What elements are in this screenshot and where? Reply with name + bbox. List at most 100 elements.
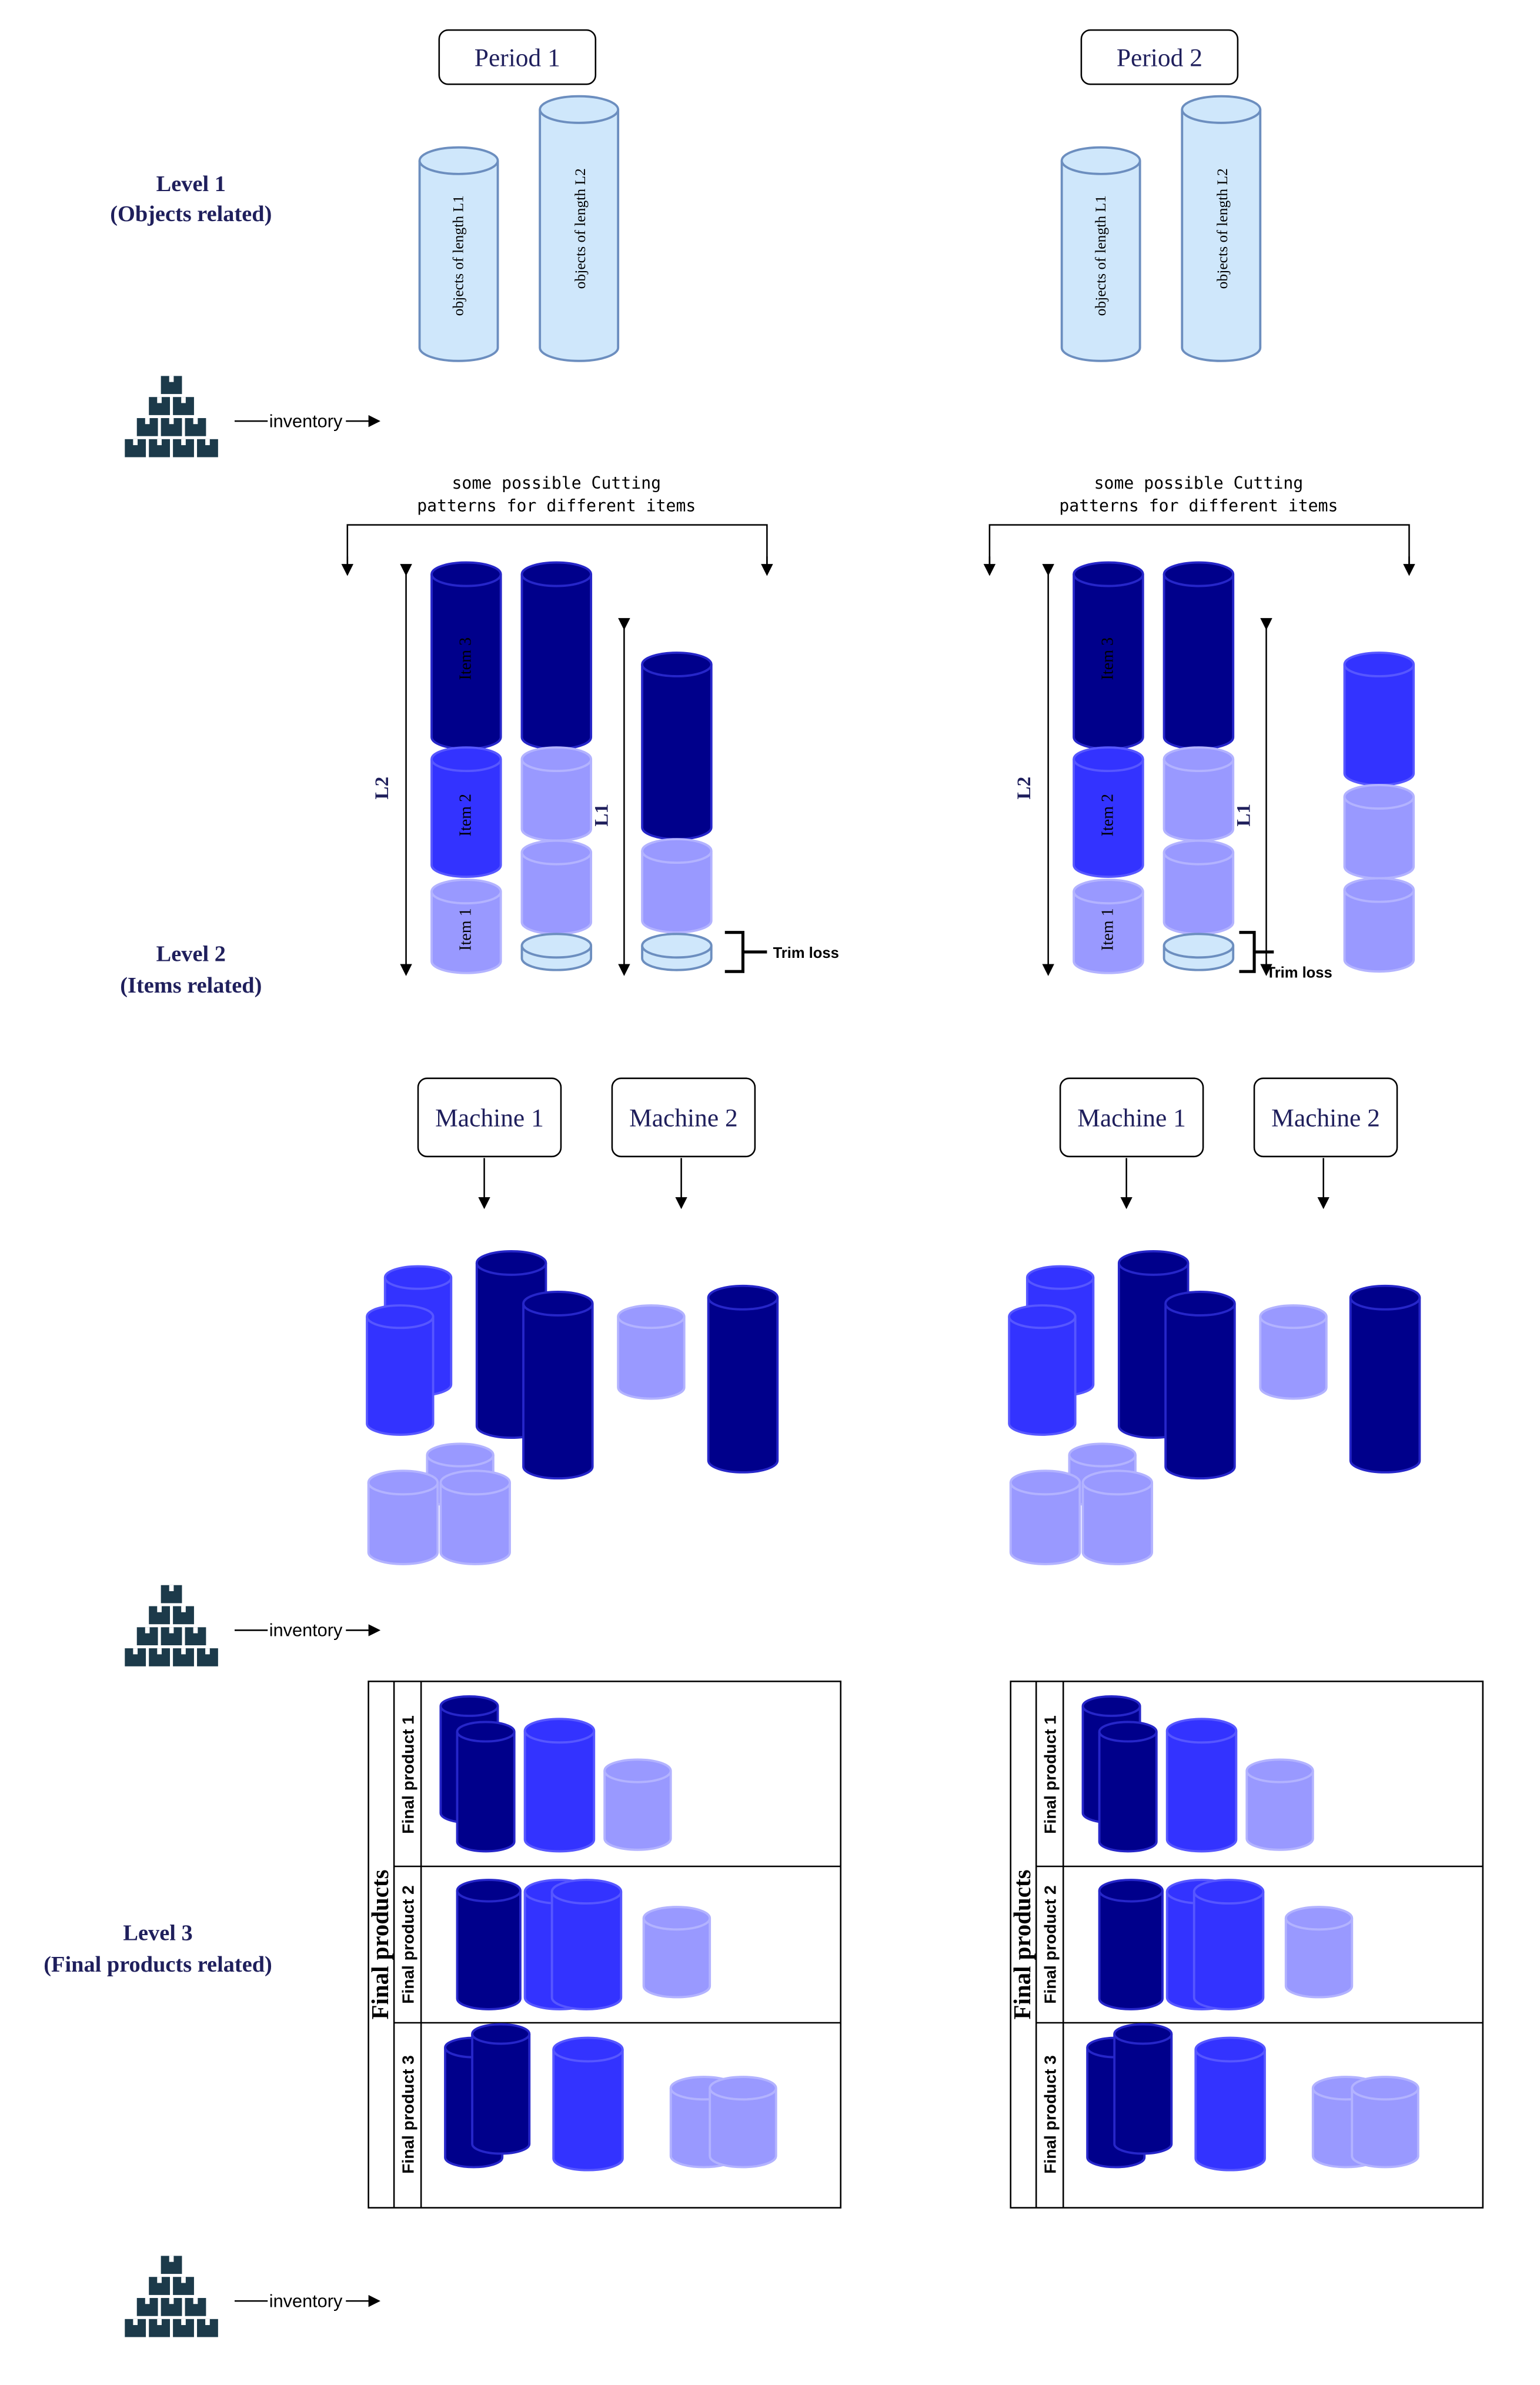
machine-2-output [617, 1304, 686, 1400]
final-product-1-part [1245, 1758, 1314, 1851]
final-product-1-part [1165, 1718, 1238, 1853]
machine-1-output [367, 1469, 439, 1565]
inventory-indicator-2: inventory [125, 1585, 381, 1666]
dimension-l2-label: L2 [371, 777, 393, 800]
item-1-label: Item 1 [1099, 908, 1117, 951]
trim-brace [724, 931, 767, 973]
pattern-3-item-1a [1343, 784, 1415, 880]
final-product-2-part [642, 1906, 711, 1999]
cutting-note-line-2: patterns for different items [417, 496, 696, 516]
object-cylinder-l1 [418, 146, 499, 362]
item-2-label: Item 2 [457, 794, 475, 837]
object-l1-label: objects of length L1 [1092, 195, 1109, 316]
item-3-label: Item 3 [1099, 637, 1117, 680]
machine-2-box-label: Machine 2 [629, 1104, 738, 1133]
period-label-label: Period 1 [475, 44, 560, 72]
svg-text:(Objects related): (Objects related) [110, 202, 272, 226]
final-product-3-part [471, 2023, 531, 2155]
machine-2-box: Machine 2 [1253, 1077, 1398, 1158]
dimension-l2-label: L2 [1013, 777, 1035, 800]
final-product-1-part [1098, 1721, 1158, 1853]
item-2-cylinder [430, 746, 502, 878]
inventory-label: inventory [269, 2290, 343, 2311]
pattern-3-trim [641, 933, 713, 971]
cutting-bracket [346, 524, 768, 573]
final-product-3-part [1351, 2076, 1419, 2169]
item-2-cylinder [1073, 746, 1144, 878]
final-product-1-part [603, 1758, 672, 1851]
cutting-note-line-1: some possible Cutting [452, 473, 662, 493]
pattern-2-trim [1162, 933, 1235, 971]
machine-1-output [1009, 1469, 1081, 1565]
period-label: Period 2 [1080, 29, 1239, 85]
trim-brace [1239, 931, 1274, 973]
svg-text:(Final products related): (Final products related) [44, 1952, 272, 1977]
level-2-label: Level 2 (Items related) [120, 941, 262, 998]
final-product-2-label: Final product 2 [399, 1885, 417, 2004]
machine-1-output [1008, 1304, 1077, 1436]
trim-loss-label: Trim loss [773, 945, 839, 961]
machine-1-output [1081, 1469, 1154, 1565]
item-2-label: Item 2 [1099, 794, 1117, 837]
final-product-2-part [1098, 1879, 1164, 2010]
svg-text:Level 1: Level 1 [156, 172, 226, 196]
inventory-label: inventory [269, 410, 343, 431]
pattern-3-item-1b [1343, 877, 1415, 973]
final-product-2-part [1284, 1906, 1354, 1999]
final-product-3-label: Final product 3 [399, 2055, 417, 2174]
object-cylinder-l2 [539, 95, 620, 362]
final-product-3-part [709, 2076, 777, 2169]
period-label-label: Period 2 [1117, 44, 1202, 72]
machine-1-box-label: Machine 1 [1077, 1104, 1186, 1133]
machine-2-box-label: Machine 2 [1271, 1104, 1380, 1133]
item-1-cylinder [430, 878, 502, 974]
machine-2-output [1349, 1284, 1421, 1474]
pattern-2-item-1a [1162, 746, 1235, 842]
inventory-indicator-1: inventory [125, 376, 381, 457]
item-1-cylinder [1073, 878, 1144, 974]
final-products-title: Final products [367, 1869, 393, 2019]
machine-2-box: Machine 2 [611, 1077, 756, 1158]
final-product-2-label: Final product 2 [1041, 1885, 1059, 2004]
item-3-cylinder [430, 561, 502, 750]
inventory-label: inventory [269, 1620, 343, 1641]
final-product-2-part [1192, 1879, 1265, 2010]
pattern-2-item-1b [1162, 839, 1235, 936]
period-label: Period 1 [438, 29, 597, 85]
dimension-l1-label: L1 [1232, 804, 1254, 827]
inventory-indicator-3: inventory [125, 2256, 381, 2337]
object-l2-label: objects of length L2 [1214, 168, 1231, 289]
dimension-l1-label: L1 [590, 804, 612, 827]
final-product-3-label: Final product 3 [1041, 2055, 1059, 2174]
cutting-note-line-1: some possible Cutting [1094, 473, 1304, 493]
cutting-note-line-2: patterns for different items [1059, 496, 1338, 516]
object-l1-label: objects of length L1 [450, 195, 467, 316]
svg-text:Level 2: Level 2 [156, 941, 226, 966]
machine-2-output [707, 1284, 779, 1474]
machine-1-output [439, 1469, 511, 1565]
pattern-3-item-1 [641, 838, 713, 934]
period-2-panel: Period 2 objects of length L1 objects of l… [983, 29, 1484, 2209]
level-3-label: Level 3 (Final products related) [44, 1920, 272, 1977]
machine-1-output [1164, 1291, 1236, 1480]
machine-2-output [1259, 1304, 1328, 1400]
machine-1-box: Machine 1 [1059, 1077, 1204, 1158]
svg-text:(Items related): (Items related) [120, 973, 262, 998]
stacked-boxes-inventory-icon [125, 1585, 218, 1666]
object-cylinder-l2 [1181, 95, 1262, 362]
final-product-3-part [1113, 2023, 1173, 2155]
pattern-2-item-1b [520, 839, 593, 936]
final-product-3-part [552, 2036, 624, 2172]
stacked-boxes-inventory-icon [125, 2256, 218, 2337]
trim-loss-label: Trim loss [1266, 964, 1332, 981]
cutting-bracket [988, 524, 1410, 573]
machine-1-output [366, 1304, 435, 1436]
svg-text:Level 3: Level 3 [123, 1920, 192, 1945]
final-product-1-part [456, 1721, 516, 1853]
stacked-boxes-inventory-icon [125, 376, 218, 457]
